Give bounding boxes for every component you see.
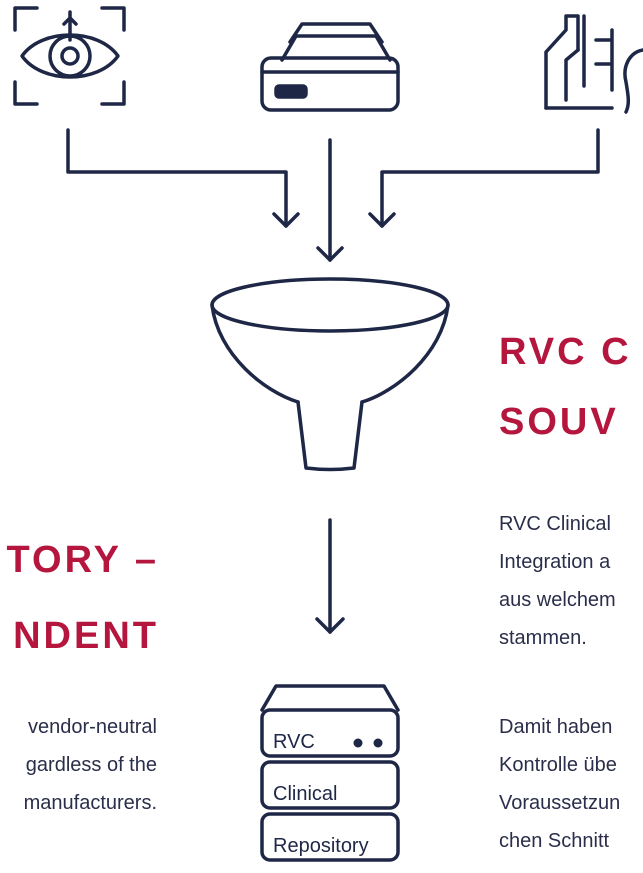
server-label-rvc: RVC	[273, 731, 315, 753]
eye-scan-icon	[13, 6, 126, 106]
right-paragraph-2-line-3: Voraussetzun	[499, 792, 621, 814]
archive-tray-icon	[260, 22, 400, 112]
right-paragraph-1-line-2: Integration a	[499, 551, 611, 573]
server-label-clinical: Clinical	[273, 783, 338, 805]
left-paragraph-line-1: vendor-neutral	[28, 716, 157, 738]
right-heading-line-1: RVC C	[499, 331, 632, 373]
server-icon	[260, 684, 400, 862]
left-heading-line-2: NDENT	[13, 615, 159, 657]
right-paragraph-1-line-3: aus welchem	[499, 589, 616, 611]
right-heading-line-2: SOUV	[499, 401, 619, 443]
right-paragraph-2-line-2: Kontrolle übe	[499, 754, 617, 776]
right-paragraph-2-line-1: Damit haben	[499, 716, 613, 738]
eye-exam-device-icon	[544, 14, 643, 114]
server-label-repository: Repository	[273, 835, 369, 857]
connector-lines	[66, 128, 600, 634]
left-paragraph-line-3: manufacturers.	[23, 792, 157, 814]
left-heading-line-1: TORY –	[6, 539, 159, 581]
funnel-icon	[210, 277, 450, 472]
right-paragraph-1-line-4: stammen.	[499, 627, 587, 649]
right-paragraph-1-line-1: RVC Clinical	[499, 513, 611, 535]
right-paragraph-2-line-4: chen Schnitt	[499, 830, 610, 852]
left-paragraph-line-2: gardless of the	[25, 754, 157, 776]
